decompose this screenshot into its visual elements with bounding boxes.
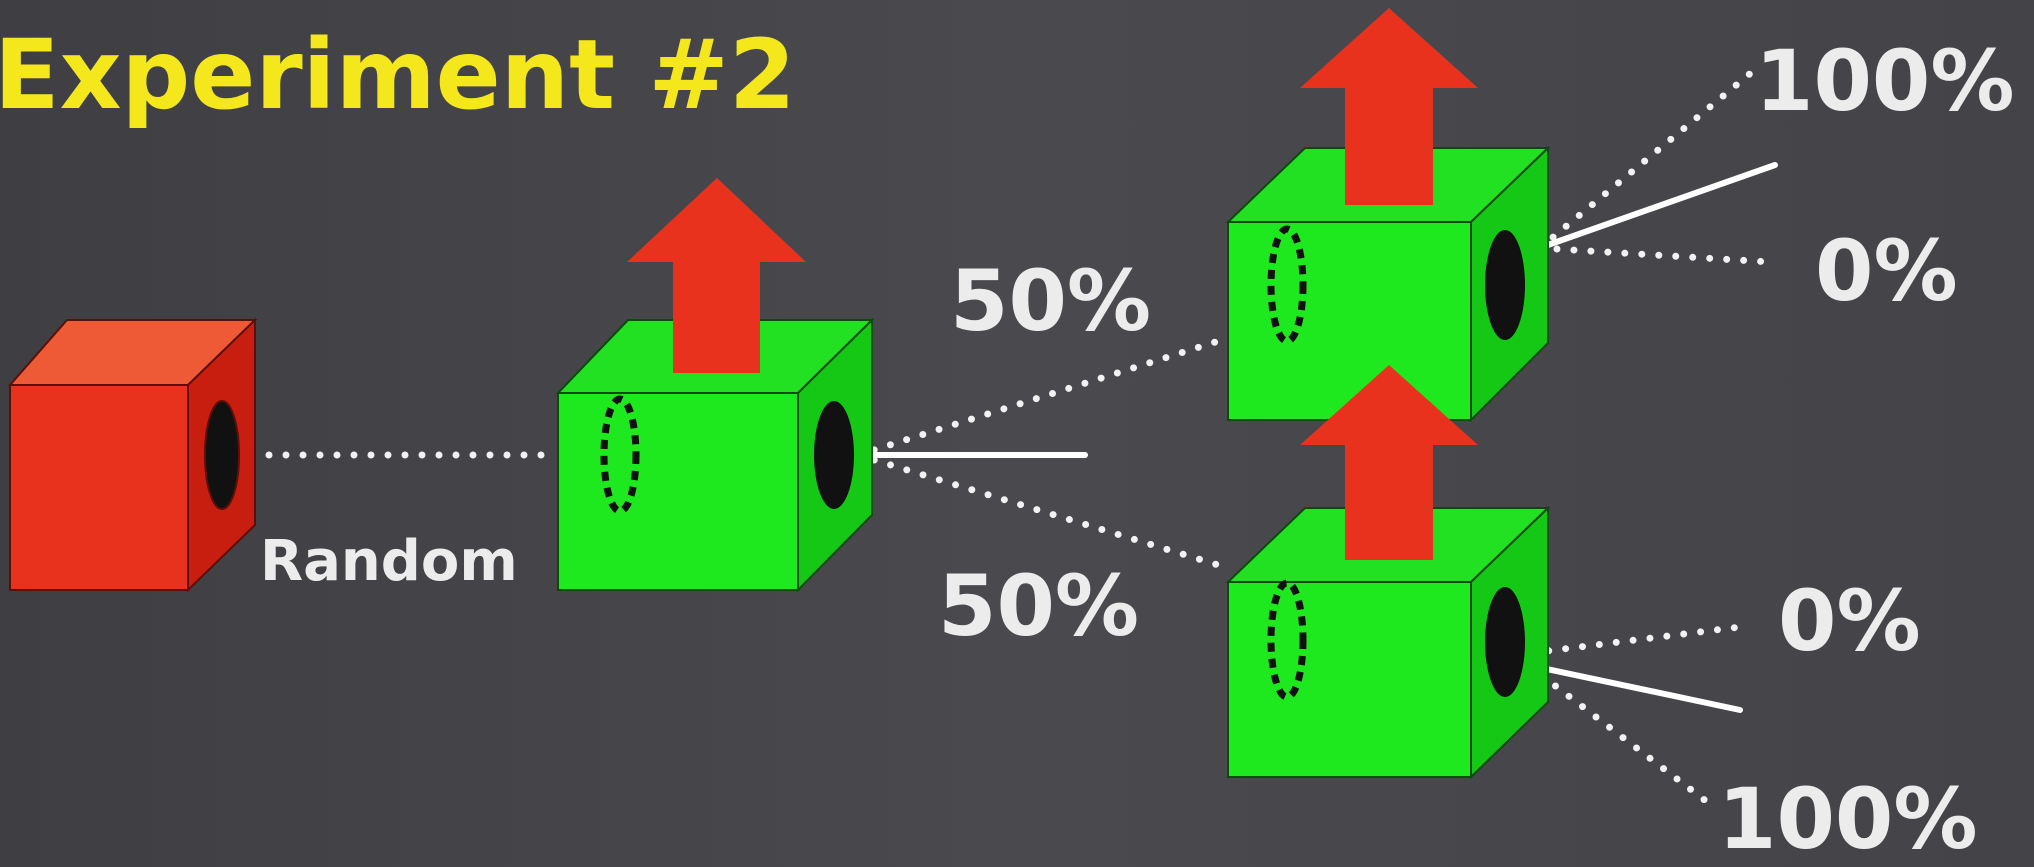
analyzer-middle-aperture	[814, 401, 854, 509]
title: Experiment #2	[0, 19, 796, 131]
arrow-up-icon	[1300, 8, 1478, 205]
beam-lower-out-top	[1511, 622, 1752, 659]
upper-out-top-label: 100%	[1755, 32, 2015, 130]
polarization-line-upper	[1525, 162, 1778, 255]
source-aperture	[204, 400, 240, 510]
split-lower-label: 50%	[938, 557, 1139, 655]
analyzer-lower	[1225, 365, 1551, 780]
analyzer-middle-front	[557, 392, 799, 591]
beam-to-lower-analyzer	[854, 451, 1232, 572]
source-box	[7, 317, 258, 593]
arrow-up-icon	[1300, 365, 1478, 560]
analyzer-lower-aperture	[1485, 587, 1525, 697]
analyzer-lower-hidden-aperture	[1267, 579, 1307, 701]
analyzer-lower-front	[1227, 581, 1472, 778]
analyzer-middle	[555, 178, 875, 593]
analyzer-upper	[1225, 8, 1551, 423]
analyzer-upper-hidden-aperture	[1267, 225, 1307, 345]
analyzer-upper-aperture	[1485, 230, 1525, 340]
analyzer-upper-front	[1227, 221, 1472, 421]
beam-upper-out-top	[1536, 68, 1756, 252]
arrow-up-icon	[627, 178, 806, 373]
analyzer-middle-hidden-aperture	[600, 395, 640, 515]
source-box-front	[9, 384, 189, 591]
lower-out-bottom-label: 100%	[1718, 770, 1978, 867]
split-upper-label: 50%	[950, 252, 1151, 350]
beam-to-upper-analyzer	[854, 334, 1232, 459]
lower-out-top-label: 0%	[1778, 572, 1921, 670]
random-label: Random	[260, 529, 518, 594]
upper-out-bottom-label: 0%	[1815, 222, 1958, 320]
dotted-beams	[214, 68, 1774, 812]
